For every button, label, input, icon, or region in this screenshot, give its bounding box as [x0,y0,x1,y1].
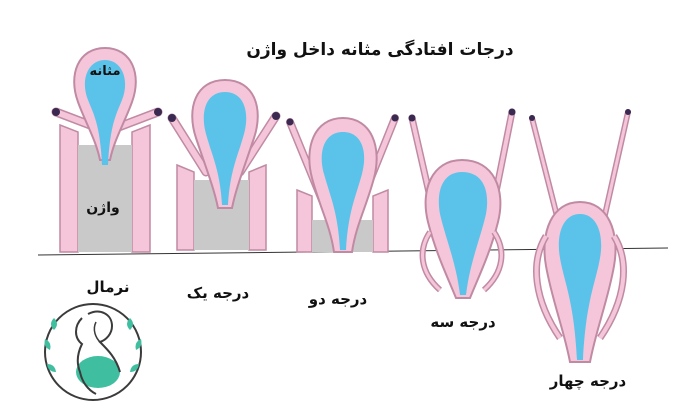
diagram-title: درجات افتادگی مثانه داخل واژن [246,40,514,60]
stage-label-grade-1: درجه یک [186,284,250,302]
stage-1-vagina-wall-right [248,163,267,251]
stage-1-bladder [203,92,247,205]
pregnant-woman-logo-icon [44,303,142,401]
stage-2-illustration [286,114,399,253]
stage-0-bladder [84,60,126,165]
stage-4-illustration [529,109,631,363]
bladder-label: مثانه [89,64,121,79]
stage-label-normal: نرمال [86,278,130,296]
stage-2-vagina-wall-right [372,188,389,253]
stage-label-grade-3: درجه سه [430,313,496,331]
stage-3-illustration [408,108,516,299]
stage-0-vagina-wall-left [59,123,79,253]
stage-0-vagina-wall-right [131,123,151,253]
stage-1-vagina-wall-left [176,163,195,251]
stage-2-vagina-wall-left [296,188,313,253]
stage-3-bladder [438,172,488,295]
stage-1-illustration [167,78,281,251]
vagina-label: واژن [86,200,120,216]
stage-label-grade-2: درجه دو [308,290,368,308]
stage-2-bladder [321,132,365,250]
stage-label-grade-4: درجه چهار [549,372,627,390]
stage-4-bladder [558,214,602,360]
stage-0-illustration [51,46,163,253]
